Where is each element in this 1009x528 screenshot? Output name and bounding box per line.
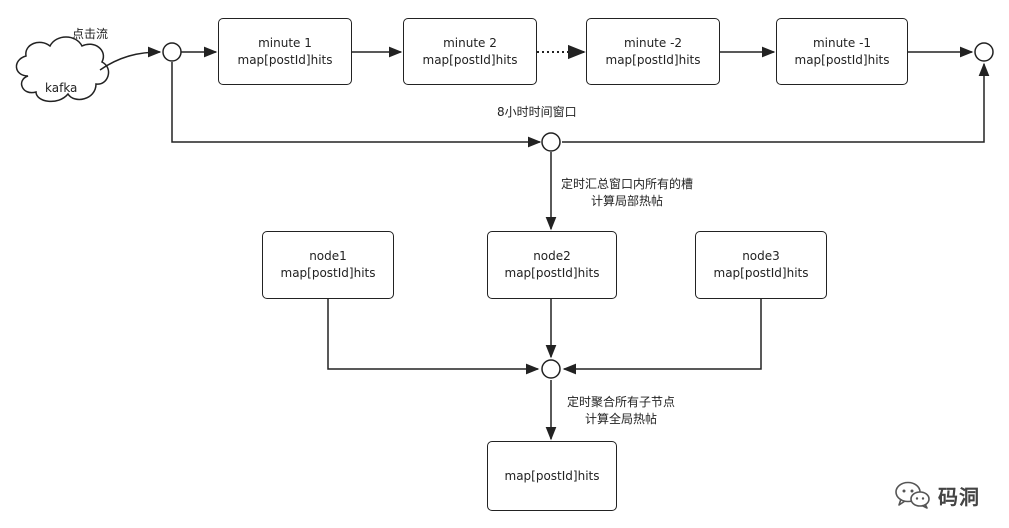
- node2-box: node2 map[postId]hits: [487, 231, 617, 299]
- window-slot-minute-1: minute -1 map[postId]hits: [776, 18, 908, 85]
- node-title: node3: [742, 249, 780, 263]
- global-result-box: map[postId]hits: [487, 441, 617, 511]
- slot-title: minute 1: [258, 35, 312, 50]
- arrow-node3-to-merge: [562, 299, 762, 375]
- arrow-window-to-end-circle: [562, 62, 990, 143]
- stream-label: 点击流: [72, 27, 109, 41]
- local-step-label: 定时汇总窗口内所有的槽 计算局部热帖: [556, 176, 698, 210]
- result-label: map[postId]hits: [504, 468, 600, 483]
- kafka-label: kafka: [45, 81, 78, 95]
- slot-map: map[postId]hits: [794, 52, 890, 67]
- slot-title: minute 2: [443, 35, 497, 50]
- stream-arrow: [99, 46, 162, 71]
- slot-map: map[postId]hits: [605, 52, 701, 67]
- node-map: map[postId]hits: [504, 266, 600, 280]
- watermark-text: 码洞: [938, 484, 980, 509]
- global-step-line1: 定时聚合所有子节点: [566, 395, 675, 409]
- window-circle: [541, 132, 561, 152]
- node-title: node1: [309, 249, 347, 263]
- watermark: 码洞: [894, 480, 980, 510]
- arrow-node1-to-merge: [327, 299, 540, 375]
- window-label: 8小时时间窗口: [497, 105, 577, 119]
- global-step-label: 定时聚合所有子节点 计算全局热帖: [558, 394, 684, 428]
- slot-title: minute -1: [812, 35, 872, 50]
- local-step-line2: 计算局部热帖: [590, 194, 663, 208]
- slot-map: map[postId]hits: [237, 52, 333, 67]
- stream-split-circle: [162, 42, 182, 62]
- arrow-to-window-circle: [171, 62, 542, 148]
- slot-map: map[postId]hits: [422, 52, 518, 67]
- window-slot-minute-2: minute -2 map[postId]hits: [586, 18, 720, 85]
- wechat-icon: [895, 481, 930, 509]
- node-map: map[postId]hits: [280, 266, 376, 280]
- kafka-cloud-shape: [15, 36, 110, 103]
- node3-box: node3 map[postId]hits: [695, 231, 827, 299]
- node-map: map[postId]hits: [713, 266, 809, 280]
- window-slot-minute1: minute 1 map[postId]hits: [218, 18, 352, 85]
- window-slot-minute2: minute 2 map[postId]hits: [403, 18, 537, 85]
- node-title: node2: [533, 249, 571, 263]
- window-end-circle: [974, 42, 994, 62]
- merge-circle: [541, 359, 561, 379]
- slot-title: minute -2: [623, 35, 683, 50]
- node1-box: node1 map[postId]hits: [262, 231, 394, 299]
- global-step-line2: 计算全局热帖: [584, 412, 657, 426]
- local-step-line1: 定时汇总窗口内所有的槽: [560, 177, 693, 191]
